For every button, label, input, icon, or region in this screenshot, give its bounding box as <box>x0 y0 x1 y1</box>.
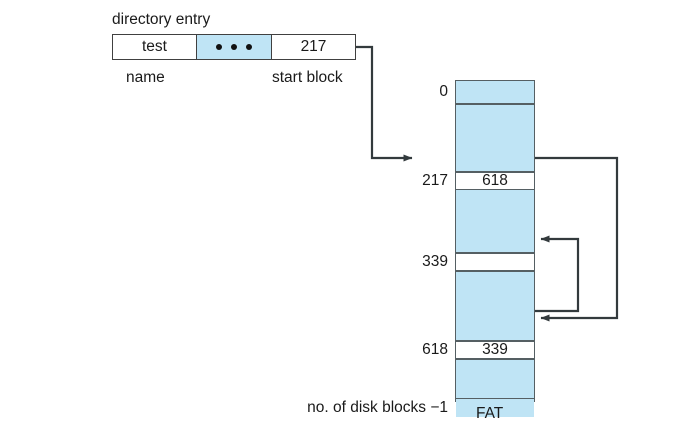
ellipsis-dot-icon <box>231 44 237 50</box>
directory-entry-name-caption: name <box>126 69 165 86</box>
arrow-217-to-618 <box>535 156 619 322</box>
fat-row <box>456 190 534 253</box>
fat-index-column: 0 217 339 618 no. of disk blocks −1 <box>307 80 448 416</box>
ellipsis-dot-icon <box>246 44 252 50</box>
fat-row-divider <box>456 103 534 105</box>
fat-row-divider <box>456 170 534 173</box>
directory-entry-title: directory entry <box>112 11 211 28</box>
fat-index-label-last: no. of disk blocks −1 <box>307 399 448 417</box>
fat-row-217: 618 <box>456 171 534 189</box>
directory-entry-ellipsis-cell <box>196 35 272 59</box>
fat-row-339 <box>456 254 534 271</box>
fat-row-0 <box>456 81 534 103</box>
fat-index-label-0: 0 <box>439 83 448 100</box>
directory-entry-start-block-cell: 217 <box>300 38 327 55</box>
fat-row-divider <box>456 188 534 191</box>
directory-entry-name-cell: test <box>142 38 167 55</box>
arrow-618-to-339 <box>535 235 580 313</box>
fat-table: 618 339 <box>455 80 535 418</box>
fat-row-divider <box>456 252 534 255</box>
fat-row-divider <box>456 357 534 360</box>
fat-index-label-339: 339 <box>422 253 448 271</box>
fat-caption: FAT <box>476 405 504 422</box>
fat-row-divider <box>456 270 534 272</box>
ellipsis-dot-icon <box>216 44 222 50</box>
fat-row <box>456 359 534 398</box>
fat-row-last <box>456 399 534 418</box>
fat-index-label-618: 618 <box>422 340 448 358</box>
directory-entry-box: test 217 <box>112 34 356 60</box>
fat-row-618: 339 <box>456 340 534 358</box>
fat-cell-value: 618 <box>482 171 508 189</box>
fat-row <box>456 104 534 171</box>
fat-row-divider <box>456 397 534 400</box>
fat-index-label-217: 217 <box>422 171 448 189</box>
fat-row <box>456 272 534 340</box>
directory-entry-start-block-caption: start block <box>272 69 343 86</box>
fat-row-divider <box>456 340 534 342</box>
fat-cell-value: 339 <box>482 340 508 358</box>
